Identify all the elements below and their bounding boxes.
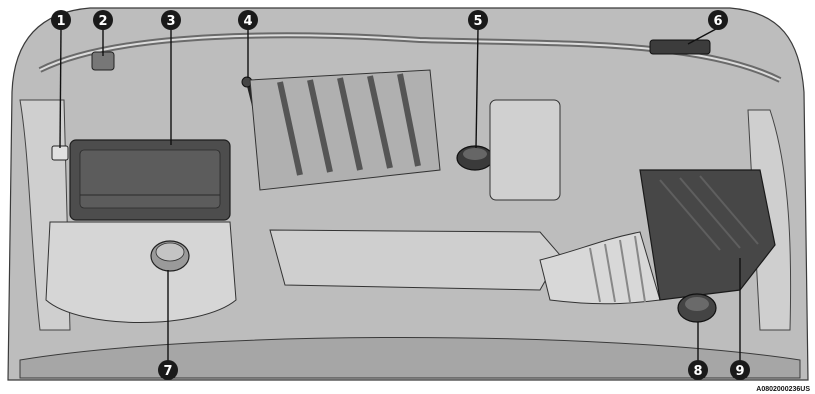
callout-4: 4 <box>238 10 258 30</box>
callout-label-5: 5 <box>473 14 482 29</box>
coolant-reservoir <box>46 222 236 323</box>
callout-label-2: 2 <box>98 14 107 29</box>
callout-label-8: 8 <box>693 364 702 379</box>
leader-line-1 <box>60 29 61 148</box>
intake-manifold <box>250 70 440 190</box>
callout-7: 7 <box>158 360 178 380</box>
callout-8: 8 <box>688 360 708 380</box>
callout-6: 6 <box>708 10 728 30</box>
washer-fluid-cap <box>678 294 716 322</box>
cowl-top-area <box>650 40 710 54</box>
callout-1: 1 <box>51 10 71 30</box>
reservoir-block <box>490 100 560 200</box>
callout-2: 2 <box>93 10 113 30</box>
callout-5: 5 <box>468 10 488 30</box>
callout-label-6: 6 <box>713 14 722 29</box>
callout-label-7: 7 <box>163 364 172 379</box>
callout-3: 3 <box>161 10 181 30</box>
power-distribution-center <box>70 140 230 220</box>
reference-code: A0802000236US <box>756 386 810 393</box>
engine-oil-fill-cap <box>457 146 493 170</box>
callout-label-9: 9 <box>735 364 744 379</box>
callout-9: 9 <box>730 360 750 380</box>
callout-label-1: 1 <box>56 14 65 29</box>
callout-label-4: 4 <box>243 14 252 29</box>
callout-label-3: 3 <box>166 14 175 29</box>
positive-battery-post <box>52 146 68 160</box>
